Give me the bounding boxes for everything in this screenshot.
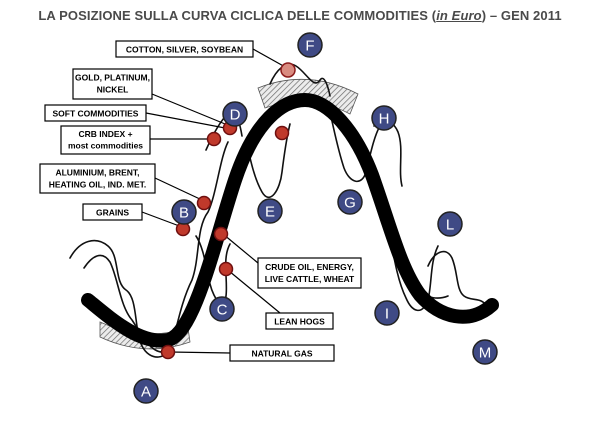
phase-letter-B: B bbox=[179, 205, 189, 222]
phase-letter-E: E bbox=[265, 204, 275, 221]
callout-lean-hogs: LEAN HOGS bbox=[228, 270, 334, 330]
marker-crude bbox=[213, 226, 229, 242]
callout-aluminium: ALUMINIUM, BRENT, HEATING OIL, IND. MET. bbox=[39, 163, 203, 201]
callout-grains: GRAINS bbox=[82, 203, 183, 228]
marker-crb bbox=[206, 131, 222, 147]
label-crude-oil-energy: CRUDE OIL, ENERGY, bbox=[265, 262, 354, 272]
phase-L: L bbox=[437, 211, 463, 237]
phase-M: M bbox=[472, 339, 498, 365]
callouts: COTTON, SILVER, SOYBEAN GOLD, PLATINUM, … bbox=[39, 40, 362, 362]
phase-letter-I: I bbox=[385, 306, 389, 323]
phase-B: B bbox=[171, 199, 197, 225]
phase-D: D bbox=[222, 101, 248, 127]
phase-letter-M: M bbox=[479, 345, 492, 362]
page-title: LA POSIZIONE SULLA CURVA CICLICA DELLE C… bbox=[0, 8, 600, 23]
main-cycle-curve bbox=[81, 92, 499, 348]
marker-cotton bbox=[280, 62, 296, 78]
label-lean-hogs: LEAN HOGS bbox=[274, 317, 325, 327]
phase-letter-A: A bbox=[141, 384, 151, 401]
phase-letter-D: D bbox=[230, 107, 241, 124]
phase-I: I bbox=[374, 300, 400, 326]
phase-letter-L: L bbox=[446, 217, 454, 234]
callout-cotton: COTTON, SILVER, SOYBEAN bbox=[115, 40, 288, 69]
label-most-commodities: most commodities bbox=[68, 141, 143, 151]
callout-natural-gas: NATURAL GAS bbox=[169, 344, 335, 362]
callout-crb: CRB INDEX + most commodities bbox=[60, 125, 213, 155]
label-cotton-silver-soybean: COTTON, SILVER, SOYBEAN bbox=[126, 45, 243, 55]
label-live-cattle-wheat: LIVE CATTLE, WHEAT bbox=[265, 274, 355, 284]
phase-E: E bbox=[257, 198, 283, 224]
callout-gold: GOLD, PLATINUM, NICKEL bbox=[72, 68, 231, 127]
marker-natural-gas bbox=[160, 344, 176, 360]
label-natural-gas: NATURAL GAS bbox=[251, 349, 312, 359]
phase-letter-G: G bbox=[344, 195, 356, 212]
phase-A: A bbox=[133, 378, 159, 404]
title-emphasis: in Euro bbox=[436, 8, 482, 23]
phase-G: G bbox=[337, 189, 363, 215]
label-soft-commodities: SOFT COMMODITIES bbox=[53, 109, 139, 119]
phase-letters: A B C D E F G H I L M bbox=[133, 32, 498, 404]
label-crb-index: CRB INDEX + bbox=[78, 129, 132, 139]
position-markers bbox=[160, 62, 296, 360]
title-suffix: ) – GEN 2011 bbox=[481, 8, 562, 23]
label-grains: GRAINS bbox=[96, 208, 129, 218]
phase-F: F bbox=[297, 32, 323, 58]
phase-H: H bbox=[371, 105, 397, 131]
callout-crude: CRUDE OIL, ENERGY, LIVE CATTLE, WHEAT bbox=[222, 233, 362, 289]
label-gold-platinum: GOLD, PLATINUM, bbox=[75, 73, 150, 83]
label-aluminium-brent: ALUMINIUM, BRENT, bbox=[55, 168, 139, 178]
callout-soft: SOFT COMMODITIES bbox=[44, 104, 226, 129]
label-heating-oil: HEATING OIL, IND. MET. bbox=[49, 180, 147, 190]
marker-soft bbox=[274, 125, 290, 141]
marker-lean-hogs bbox=[218, 261, 234, 277]
label-nickel: NICKEL bbox=[97, 85, 129, 95]
phase-letter-C: C bbox=[217, 302, 228, 319]
title-main: LA POSIZIONE SULLA CURVA CICLICA DELLE C… bbox=[38, 8, 437, 23]
phase-letter-H: H bbox=[379, 111, 390, 128]
phase-C: C bbox=[209, 296, 235, 322]
marker-aluminium bbox=[196, 195, 212, 211]
phase-letter-F: F bbox=[305, 38, 314, 55]
